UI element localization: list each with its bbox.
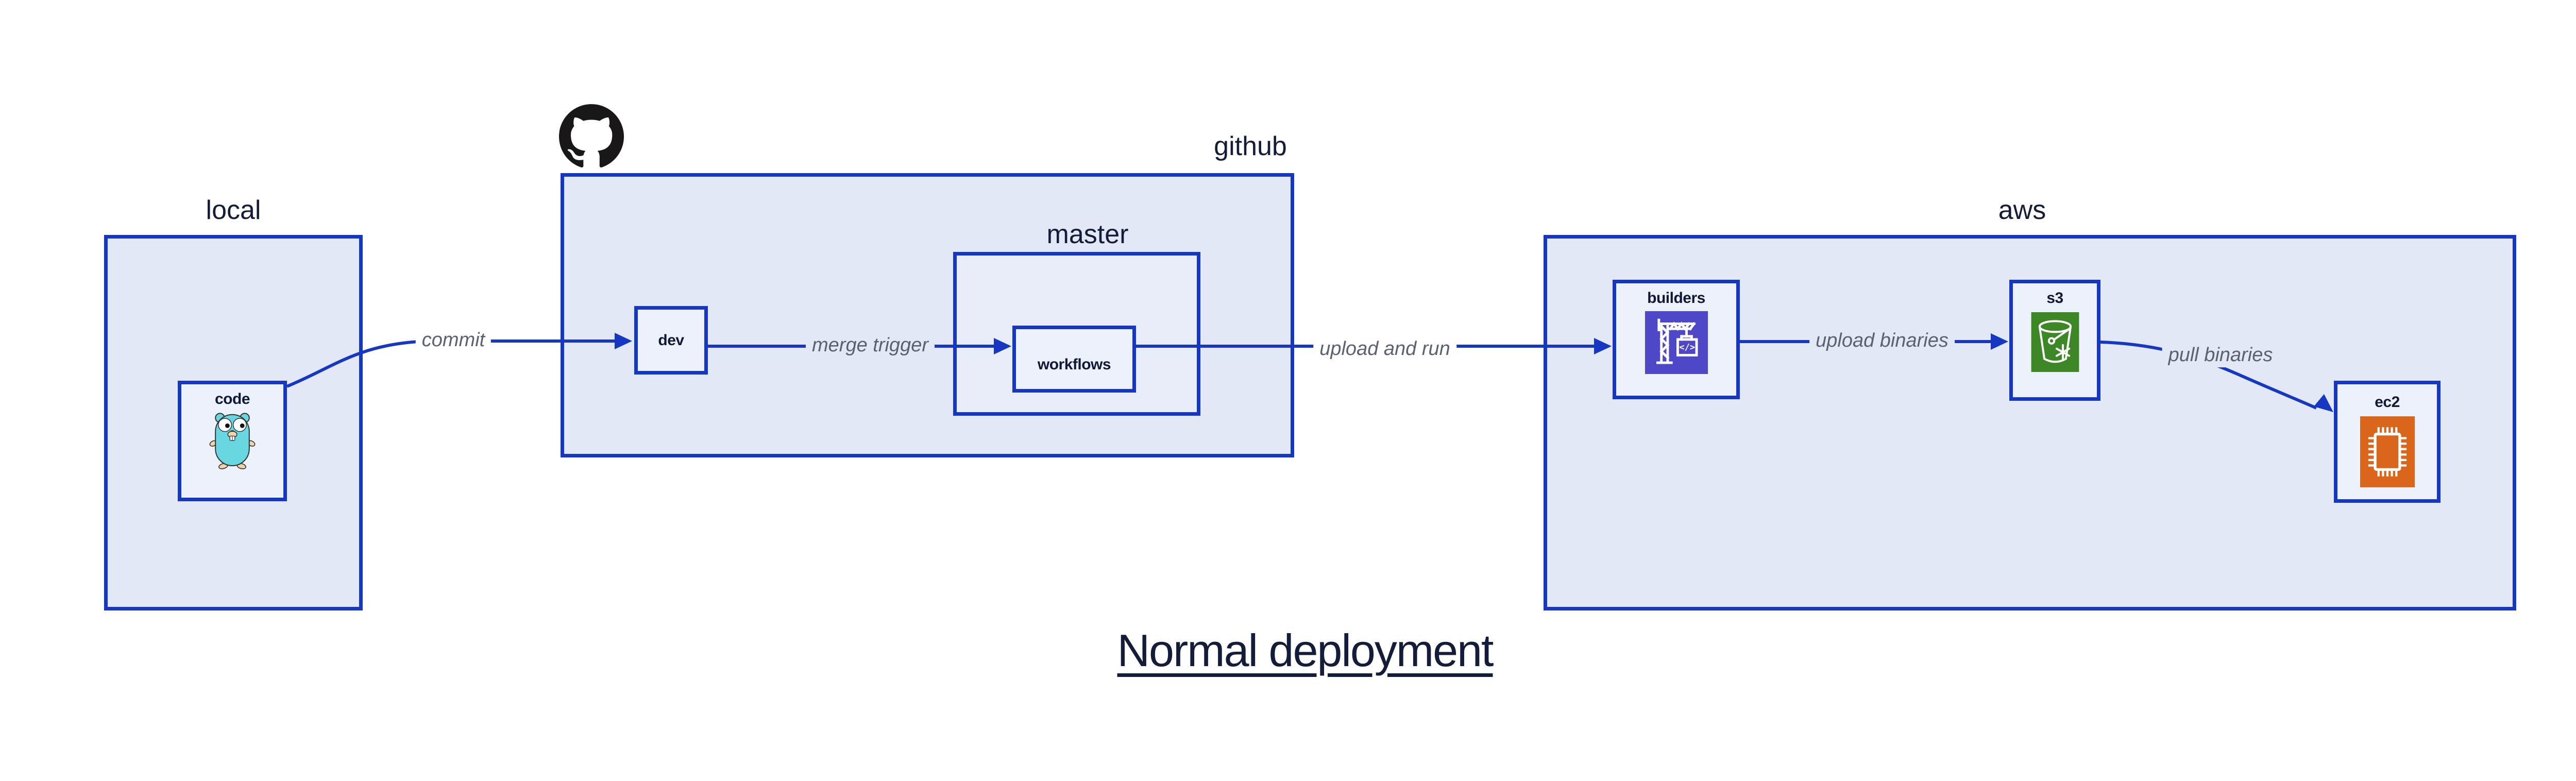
node-dev: dev	[634, 306, 708, 375]
node-label-builders: builders	[1647, 290, 1705, 307]
group-label-github: github	[1214, 131, 1287, 161]
node-label-workflows: workflows	[1037, 356, 1111, 373]
node-code: code	[178, 381, 287, 501]
edge-label-commit: commit	[415, 329, 492, 352]
github-octocat-icon	[559, 104, 624, 167]
node-label-code: code	[214, 390, 250, 408]
ec2-chip-icon	[2360, 416, 2415, 487]
node-builders: builders	[1613, 280, 1740, 399]
codebuild-crane-icon: </>	[1645, 311, 1708, 374]
node-ec2: ec2	[2334, 381, 2441, 503]
group-label-local: local	[206, 195, 261, 225]
edge-label-upload-binaries: upload binaries	[1809, 329, 1955, 353]
s3-glacier-bucket-icon	[2031, 312, 2079, 372]
node-label-ec2: ec2	[2375, 394, 2400, 411]
node-label-dev: dev	[658, 331, 684, 349]
edge-label-pull-binaries: pull binaries	[2162, 344, 2279, 367]
node-s3: s3	[2009, 280, 2100, 401]
node-workflows: workflows	[1012, 326, 1136, 393]
node-label-s3: s3	[2046, 290, 2063, 307]
diagram-title: Normal deployment	[1117, 625, 1494, 676]
group-label-master: master	[1046, 219, 1129, 249]
group-label-aws: aws	[1998, 195, 2046, 225]
go-gopher-icon	[208, 408, 257, 470]
edge-label-upload-and-run: upload and run	[1313, 337, 1456, 361]
code-glyph: </>	[1679, 343, 1695, 353]
edge-label-merge-trigger: merge trigger	[806, 334, 935, 358]
